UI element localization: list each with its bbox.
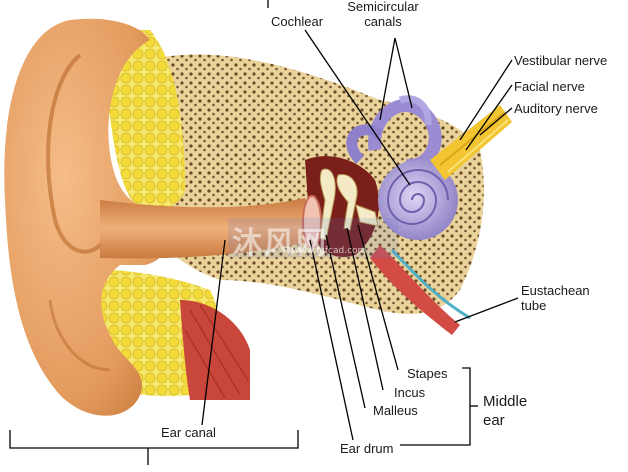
label-semicircular-line1: Semicircular — [347, 0, 419, 14]
label-ear-drum: Ear drum — [340, 441, 394, 456]
label-eustachean-line2: tube — [521, 298, 547, 313]
stapes — [355, 204, 379, 227]
label-eustachean-line1: Eustachean — [521, 283, 590, 298]
watermark-brand: 沐风网 — [232, 226, 328, 261]
label-middle-ear-line1: Middle — [483, 393, 528, 410]
leader-lines — [9, 0, 519, 465]
eustachian-tube — [370, 245, 460, 335]
label-semicircular-canals: Semicircular canals — [345, 0, 421, 29]
muscle-tissue — [180, 300, 250, 400]
label-ear-canal: Ear canal — [161, 425, 216, 440]
malleus — [319, 168, 336, 241]
label-auditory-nerve: Auditory nerve — [514, 101, 598, 116]
label-eustachean-tube: Eustachean tube — [521, 283, 590, 313]
label-facial-nerve: Facial nerve — [514, 79, 585, 94]
label-cochlear: Cochlear — [271, 14, 324, 29]
label-malleus: Malleus — [373, 403, 418, 418]
label-semicircular-line2: canals — [364, 14, 402, 29]
ear-canal-tube — [100, 198, 318, 259]
label-middle-ear-line2: ear — [483, 412, 505, 429]
label-incus: Incus — [394, 385, 426, 400]
watermark-url: www.mfcad.com — [292, 246, 367, 256]
pinna — [4, 18, 172, 416]
label-vestibular-nerve: Vestibular nerve — [514, 53, 608, 68]
fat-tissue-upper — [100, 30, 185, 210]
label-middle-ear: Middle ear — [483, 392, 527, 430]
label-stapes: Stapes — [407, 366, 448, 381]
